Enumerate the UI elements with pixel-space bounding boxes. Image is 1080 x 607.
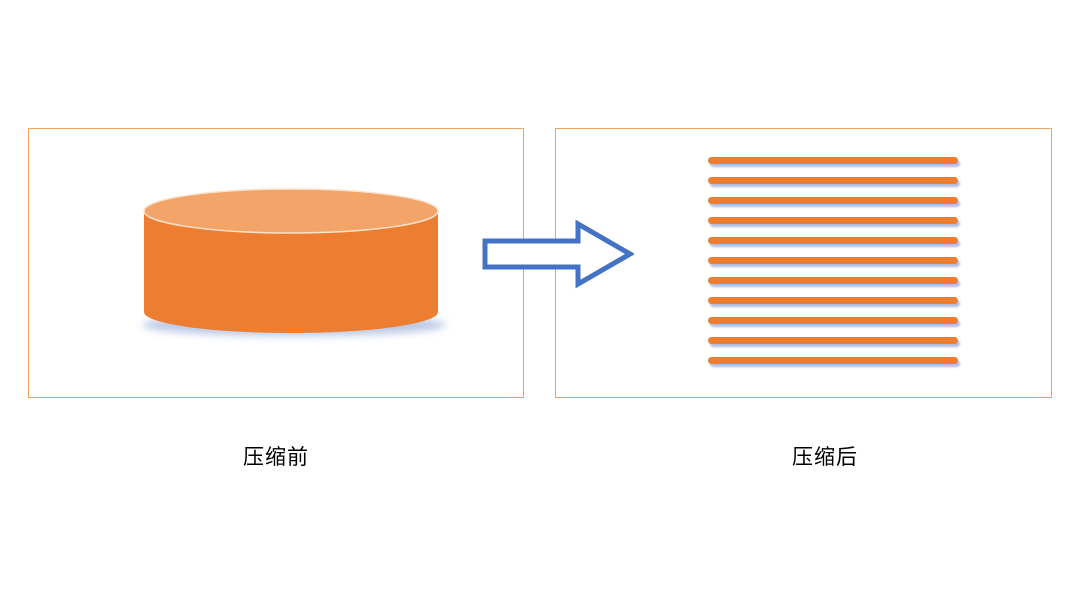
before-compression-label: 压缩前	[243, 445, 309, 469]
compressed-data-bar	[708, 257, 958, 264]
compressed-data-bar	[708, 157, 958, 164]
compressed-data-bar	[708, 217, 958, 224]
cylinder-top	[143, 188, 439, 234]
compressed-data-bar	[708, 237, 958, 244]
database-cylinder-icon	[142, 188, 446, 336]
compressed-data-bar	[708, 177, 958, 184]
compressed-data-bar	[708, 317, 958, 324]
right-arrow-shape	[482, 219, 634, 289]
after-compression-panel	[555, 128, 1052, 398]
cylinder-body	[144, 211, 438, 333]
right-arrow-icon	[482, 219, 634, 289]
compressed-data-bar	[708, 197, 958, 204]
after-compression-label: 压缩后	[792, 445, 858, 469]
before-compression-panel	[28, 128, 524, 398]
compressed-data-bar	[708, 337, 958, 344]
compressed-data-bar	[708, 297, 958, 304]
compressed-data-bar	[708, 357, 958, 364]
compressed-data-bar	[708, 277, 958, 284]
compressed-bars	[708, 157, 958, 364]
